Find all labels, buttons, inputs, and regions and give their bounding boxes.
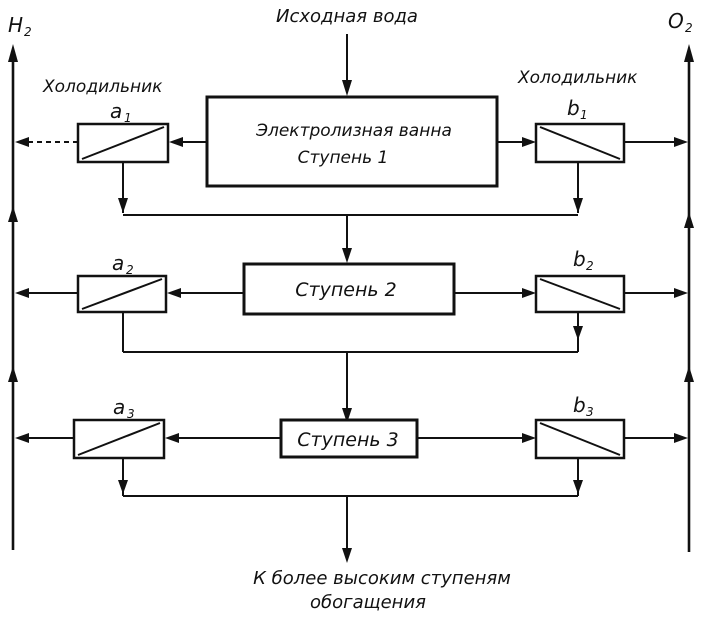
cooler-b2-diagonal <box>539 278 621 310</box>
svg-text:1: 1 <box>124 111 132 125</box>
cooler-a3-diagonal <box>77 422 161 456</box>
h2-flow-arrow <box>8 206 18 222</box>
cooler-b3-label: b 3 <box>573 393 594 419</box>
svg-text:H: H <box>8 13 23 37</box>
svg-text:3: 3 <box>586 405 594 419</box>
stage1-bath-title: Электролизная ванна <box>255 121 452 141</box>
stage1-bath-subtitle: Ступень 1 <box>298 148 389 168</box>
stage3-to-b3-arrow <box>522 433 536 443</box>
svg-text:b: b <box>567 96 580 120</box>
output-arrow <box>342 548 352 563</box>
bath-to-b1-arrow <box>522 137 536 147</box>
svg-text:3: 3 <box>127 407 135 421</box>
a2-to-h2-arrow <box>15 288 29 298</box>
a1-condensate-arrow <box>118 198 128 213</box>
output-label-line1: К более высоким ступеням <box>253 568 511 589</box>
h2-flow-arrow <box>8 366 18 382</box>
svg-text:O: O <box>668 9 684 33</box>
cooler-b1-diagonal <box>539 126 621 160</box>
a3-to-h2-arrow <box>15 433 29 443</box>
cooler-a1-label: a 1 <box>110 99 132 125</box>
o2-flow-arrow <box>684 366 694 382</box>
o2-output-arrow <box>684 44 694 62</box>
cooler-b3-diagonal <box>539 422 621 456</box>
stage1-to-stage2-arrow <box>342 248 352 263</box>
svg-text:2: 2 <box>586 259 594 273</box>
b1-condensate-arrow <box>573 198 583 213</box>
cooler-right-label: Холодильник <box>517 68 638 88</box>
cooler-a2-diagonal <box>81 278 163 310</box>
stage3-title: Ступень 3 <box>297 429 398 451</box>
svg-text:a: a <box>112 251 124 275</box>
stage2-title: Ступень 2 <box>295 279 396 301</box>
h2-output-arrow <box>8 44 18 62</box>
stage2-to-stage3-arrow <box>342 408 352 423</box>
cooler-left-label: Холодильник <box>42 77 163 97</box>
cooler-b1-label: b 1 <box>567 96 588 122</box>
b3-condensate-arrow <box>573 480 583 494</box>
svg-text:1: 1 <box>580 108 588 122</box>
input-water-arrow <box>342 80 352 96</box>
cooler-a2-label: a 2 <box>112 251 134 277</box>
h2-label: H 2 <box>8 13 32 39</box>
cooler-b2-label: b 2 <box>573 247 594 273</box>
b3-to-o2-arrow <box>674 433 688 443</box>
svg-text:b: b <box>573 393 586 417</box>
svg-text:2: 2 <box>24 25 32 39</box>
bath-to-a1-arrow <box>169 137 183 147</box>
svg-text:a: a <box>113 395 125 419</box>
stage2-to-a2-arrow <box>167 288 181 298</box>
svg-text:b: b <box>573 247 586 271</box>
stage3-box <box>279 418 419 459</box>
stage2-to-b2-arrow <box>522 288 536 298</box>
b1-to-o2-arrow <box>674 137 688 147</box>
stage1-electrolysis-bath <box>205 95 499 188</box>
a1-to-h2-arrow <box>15 137 29 147</box>
input-water-label: Исходная вода <box>276 6 418 27</box>
o2-flow-arrow <box>684 212 694 228</box>
cooler-a1-diagonal <box>81 126 165 160</box>
svg-text:a: a <box>110 99 122 123</box>
b2-condensate-arrow <box>573 326 583 340</box>
stage3-to-a3-arrow <box>165 433 179 443</box>
b2-to-o2-arrow <box>674 288 688 298</box>
a3-condensate-arrow <box>118 480 128 494</box>
output-label-line2: обогащения <box>310 592 426 613</box>
svg-text:2: 2 <box>685 21 693 35</box>
svg-text:2: 2 <box>126 263 134 277</box>
stage2-box <box>242 262 456 316</box>
cooler-a3-label: a 3 <box>113 395 135 421</box>
o2-label: O 2 <box>668 9 693 35</box>
